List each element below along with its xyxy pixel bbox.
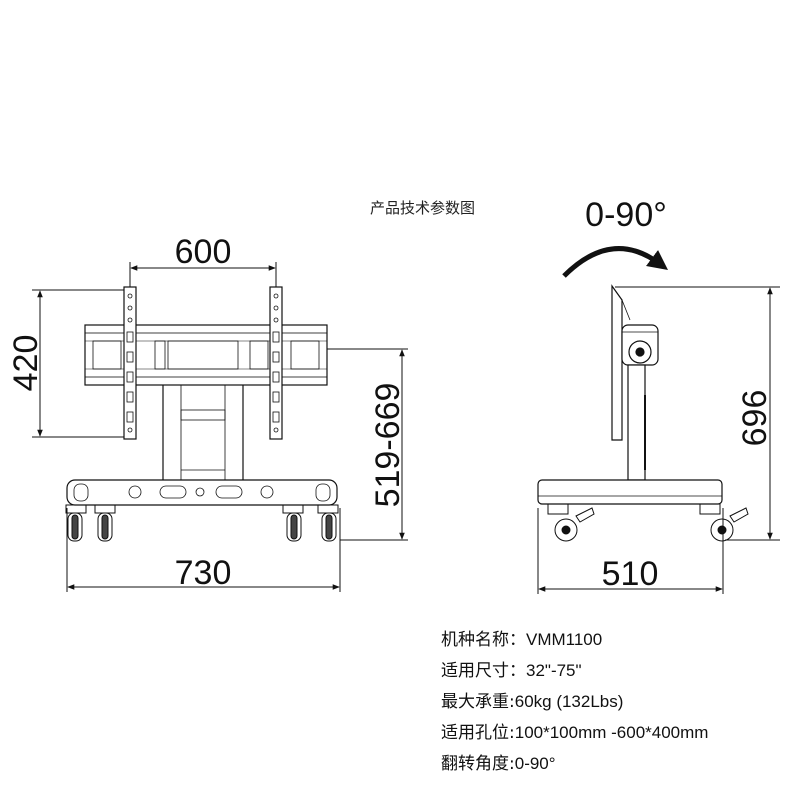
dim-side-height: 696 [736, 390, 774, 447]
diagram-title: 产品技术参数图 [370, 199, 476, 217]
spec-label: 适用尺寸 [441, 661, 509, 681]
dim-side-depth: 510 [602, 555, 659, 593]
spec-separator: : [509, 692, 515, 712]
dim-height-left: 420 [7, 335, 45, 392]
dim-rotation: 0-90° [585, 196, 667, 234]
spec-row: 机种名称：VMM1100 [441, 624, 708, 655]
spec-separator: : [509, 754, 515, 774]
front-base [66, 479, 338, 506]
dim-width-top: 600 [175, 233, 232, 271]
spec-value: 100*100mm -600*400mm [514, 723, 709, 742]
side-screen [611, 284, 623, 441]
spec-value: 32"-75" [526, 661, 582, 680]
side-base [537, 479, 723, 505]
spec-value: 60kg (132Lbs) [514, 692, 624, 711]
spec-separator: : [509, 723, 515, 743]
spec-row: 适用孔位:100*100mm -600*400mm [441, 717, 708, 748]
spec-value: VMM1100 [526, 630, 603, 649]
spec-label: 最大承重 [441, 692, 509, 712]
spec-label: 机种名称 [441, 630, 509, 650]
spec-label: 适用孔位 [441, 723, 509, 743]
spec-list: 机种名称：VMM1100 适用尺寸：32"-75" 最大承重:60kg (132… [441, 624, 708, 779]
spec-row: 适用尺寸：32"-75" [441, 655, 708, 686]
front-view [65, 286, 339, 542]
spec-row: 翻转角度:0-90° [441, 748, 708, 779]
dim-width-bottom: 730 [175, 554, 232, 592]
spec-separator: ： [509, 630, 526, 650]
rotation-arrow-icon [562, 246, 669, 278]
dim-height-right: 519-669 [369, 383, 407, 508]
spec-separator: ： [509, 661, 526, 681]
side-view [537, 284, 749, 542]
front-casters [65, 504, 339, 542]
spec-value: 0-90° [514, 754, 556, 773]
spec-row: 最大承重:60kg (132Lbs) [441, 686, 708, 717]
spec-label: 翻转角度 [441, 754, 509, 774]
